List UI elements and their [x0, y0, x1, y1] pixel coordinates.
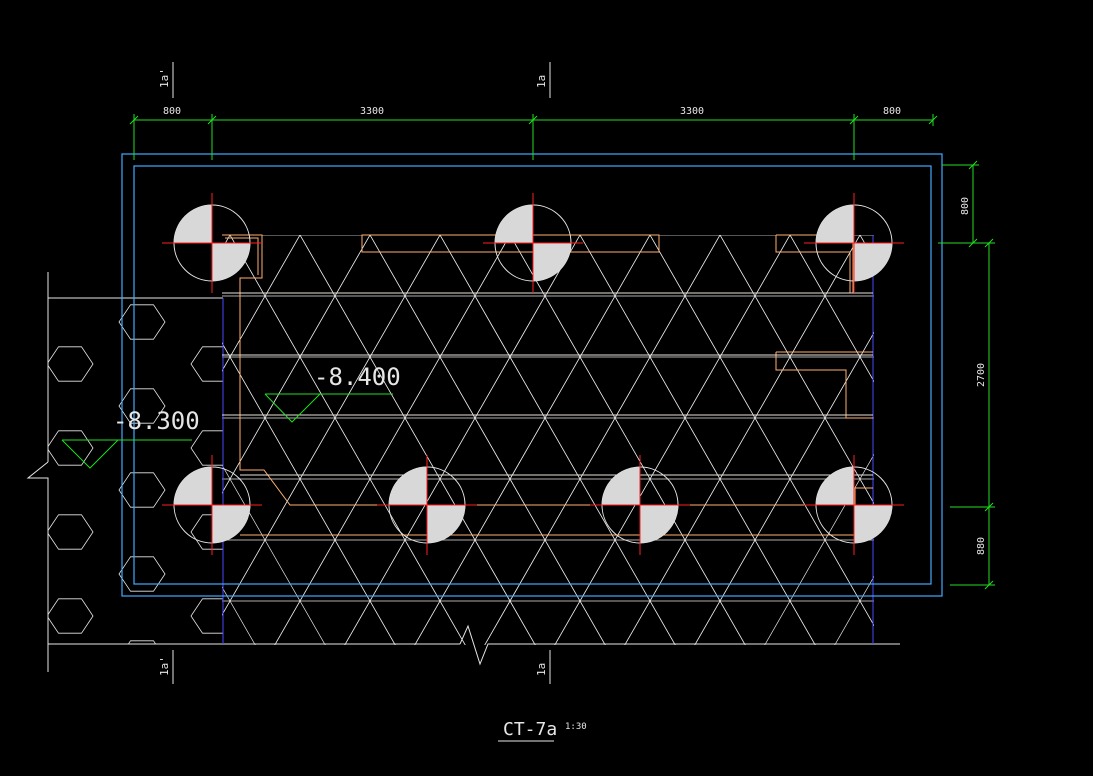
elevation-lower: -8.300 — [113, 407, 200, 435]
section-marks — [172, 62, 551, 684]
drawing-title: CT-7a — [503, 719, 557, 740]
left-boundary — [26, 272, 900, 672]
dimension-right — [938, 160, 995, 590]
soil-hatch — [48, 304, 223, 644]
cap-edges — [222, 235, 874, 644]
dimension-top-labels: 800 3300 3300 800 — [163, 106, 901, 117]
section-bottom-left: 1a' — [158, 656, 171, 676]
dim-right-1: 800 — [960, 197, 971, 215]
pile-2 — [483, 193, 583, 293]
drawing-scale: 1:30 — [565, 722, 587, 732]
piles — [162, 193, 904, 555]
elevation-upper: -8.400 — [314, 363, 401, 391]
dim-top-4: 800 — [883, 106, 901, 117]
dim-top-3: 3300 — [680, 106, 704, 117]
pile-1 — [162, 193, 262, 293]
dimension-right-labels: 800 2700 880 — [960, 197, 987, 555]
elevation-lower-mark — [61, 439, 192, 469]
pile-3 — [804, 193, 904, 293]
longitudinal-bars — [222, 292, 873, 476]
dimension-top — [129, 114, 938, 160]
section-top-left: 1a' — [158, 68, 171, 88]
dim-top-1: 800 — [163, 106, 181, 117]
outer-outline — [121, 153, 943, 597]
section-labels: 1a' 1a 1a' 1a — [158, 68, 548, 676]
pile-6 — [590, 455, 690, 555]
section-top-mid: 1a — [535, 75, 548, 88]
pile-5 — [377, 455, 477, 555]
pile-4 — [162, 455, 262, 555]
dim-right-2: 2700 — [976, 363, 987, 387]
pile-7 — [804, 455, 904, 555]
section-bottom-mid: 1a — [535, 663, 548, 676]
dim-top-2: 3300 — [360, 106, 384, 117]
dim-right-3: 880 — [976, 537, 987, 555]
elevation-upper-mark — [264, 393, 393, 423]
concrete-hatch — [222, 235, 874, 645]
